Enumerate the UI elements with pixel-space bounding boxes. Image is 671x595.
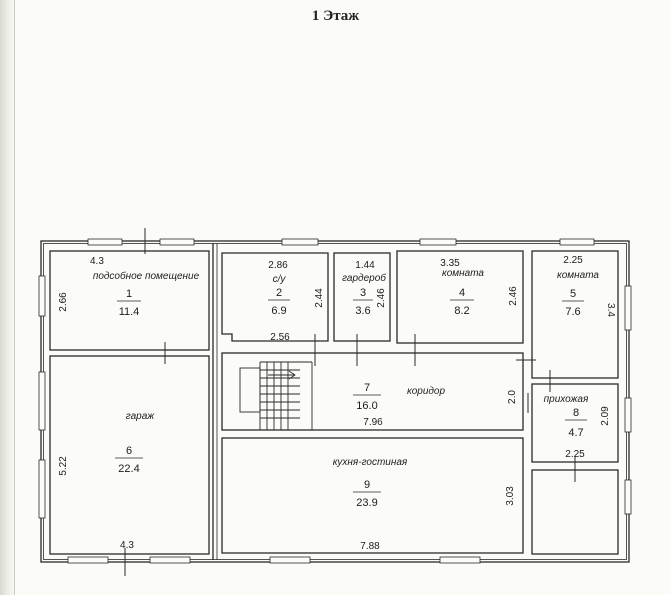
dim-r3-width: 1.44 (355, 260, 375, 271)
service-room-outline (531, 469, 619, 555)
room-2-area: 6.9 (271, 305, 286, 317)
room-6-outline (49, 355, 210, 555)
windows (38, 238, 632, 564)
dim-r9-height: 3.03 (505, 486, 516, 506)
room-2-name: с/у (273, 274, 287, 285)
dim-r7-width: 7.96 (363, 417, 383, 428)
room-1-number: 1 (126, 288, 132, 300)
room-5-area: 7.6 (565, 306, 580, 318)
room-9-area: 23.9 (356, 497, 377, 509)
room-7-outline (221, 352, 524, 431)
room-4-outline (396, 250, 524, 344)
room-4-number: 4 (459, 287, 465, 299)
room-3-name: гардероб (342, 272, 386, 284)
room-3-number: 3 (360, 287, 366, 299)
dim-r7-height: 2.0 (507, 390, 518, 404)
room-7-number: 7 (364, 382, 370, 394)
door-ticks (124, 228, 576, 576)
dim-r4-height: 2.46 (508, 286, 519, 306)
room-9-number: 9 (364, 479, 370, 491)
room-6-number: 6 (126, 445, 132, 457)
room-5-number: 5 (570, 288, 576, 300)
dim-r6-height: 5.22 (58, 456, 69, 476)
floor-title: 1 Этаж (311, 8, 360, 24)
dim-r4-width: 3.35 (440, 258, 460, 269)
room-4-name: комната (442, 268, 484, 279)
room-3-outline (333, 252, 391, 342)
room-9-outline (221, 437, 524, 554)
dim-r6-width: 4.3 (120, 540, 134, 551)
dim-r8-height: 2.09 (600, 406, 611, 426)
room-2-number: 2 (276, 287, 282, 299)
room-9-name: кухня-гостиная (333, 457, 408, 468)
room-1-name: подсобное помещение (93, 270, 200, 282)
page-binding-edge (0, 0, 15, 595)
room-6-name: гараж (126, 411, 156, 422)
dim-r1-height: 2.66 (58, 292, 69, 312)
dim-r9-width: 7.88 (360, 541, 380, 552)
dim-r5-height: 3.4 (605, 303, 616, 317)
dim-r2-height: 2.44 (314, 288, 325, 308)
room-8-number: 8 (573, 407, 579, 419)
room-2-outline (221, 252, 329, 342)
room-6-area: 22.4 (118, 463, 139, 475)
room-5-name: комната (557, 270, 599, 281)
room-4-area: 8.2 (454, 305, 469, 317)
room-1-area: 11.4 (119, 306, 140, 318)
dim-r2-width-top: 2.86 (268, 260, 288, 271)
room-1-outline (49, 250, 210, 351)
room-7-area: 16.0 (356, 400, 377, 412)
room-5-outline (531, 250, 619, 379)
dim-r8-width: 2.25 (565, 449, 585, 460)
dim-r2-width-bottom: 2.56 (270, 332, 290, 343)
room-8-area: 4.7 (568, 427, 583, 439)
staircase (239, 361, 313, 430)
room-3-area: 3.6 (355, 305, 370, 317)
dim-r5-width: 2.25 (563, 255, 583, 266)
dim-r1-width: 4.3 (90, 256, 104, 267)
room-7-name: коридор (407, 386, 445, 397)
room-8-name: прихожая (544, 394, 589, 405)
dim-r3-height: 2.46 (376, 288, 387, 308)
